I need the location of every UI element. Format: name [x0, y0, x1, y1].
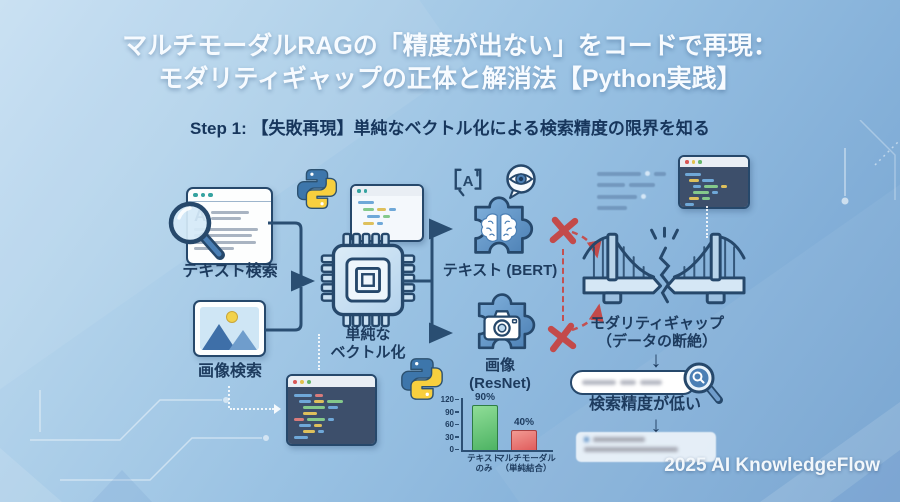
python-logo-icon: [401, 358, 443, 400]
chart-y-tick-mark: [455, 423, 459, 425]
window-dot-icon: [293, 379, 297, 384]
window-dot-icon: [685, 160, 689, 164]
low-accuracy-label: 検索精度が低い: [588, 396, 701, 413]
red-cross-icon: [547, 322, 577, 353]
window-dot-icon: [200, 192, 205, 198]
text-encoder-label: テキスト (BERT): [442, 262, 558, 279]
faded-code-lines: [597, 171, 666, 217]
search-input[interactable]: [570, 370, 696, 395]
credit-watermark: 2025 AI KnowledgeFlow: [664, 455, 880, 476]
chart-y-tick-mark: [455, 436, 459, 438]
chart-y-tick-label: 90: [445, 407, 454, 417]
down-arrow-icon: ↓: [650, 412, 662, 437]
code-editor-window: [286, 374, 377, 446]
bg-corner-triangle-2: [830, 450, 900, 502]
svg-text:A: A: [463, 173, 474, 190]
eye-icon: [506, 164, 536, 199]
accuracy-chart: 90% 40%: [461, 392, 553, 452]
bg-corner-triangle: [760, 402, 900, 502]
chart-y-tick-mark: [455, 411, 459, 413]
chart-category-label: マルチモーダル （単純結合）: [496, 453, 556, 474]
window-dot-icon: [691, 160, 695, 164]
chart-category-label: テキスト のみ: [467, 453, 501, 474]
chart-y-tick-mark: [455, 398, 459, 400]
modality-gap-label: モダリティギャップ （データの断絶）: [589, 315, 725, 350]
sun-icon: [226, 311, 238, 323]
code-snippet-bubble: [350, 184, 424, 242]
text-search-label: テキスト検索: [182, 263, 278, 280]
chart-y-tick-label: 60: [445, 420, 454, 429]
search-magnifier-icon: [683, 362, 723, 404]
window-dot-icon: [307, 379, 311, 384]
chart-value-label: 40%: [513, 417, 534, 428]
dotted-connector: [318, 334, 320, 370]
chart-value-label: 90%: [474, 392, 495, 403]
chart-y-tick-label: 0: [449, 445, 454, 454]
circuit-decor-top-right: [841, 120, 899, 205]
window-dot-icon: [208, 192, 213, 198]
dotted-connector: [230, 408, 274, 410]
mountain-icon: [229, 330, 257, 350]
title-line-2: モダリティギャップの正体と解消法【Python実践】: [158, 65, 742, 93]
circuit-decor-bottom-left: [0, 390, 269, 502]
chart-bar-multimodal: [511, 430, 537, 450]
title-line-1: マルチモーダルRAGの「精度が出ない」をコードで再現：: [122, 32, 778, 60]
code-editor-window: [678, 155, 750, 209]
window-titlebar: [188, 189, 271, 202]
image-encoder-label: 画像 (ResNet): [469, 357, 531, 392]
image-encoder-puzzle-icon: [477, 293, 536, 350]
chart-y-tick-mark: [455, 448, 459, 450]
brain-icon: [480, 213, 518, 242]
image-search-label: 画像検索: [197, 363, 262, 380]
window-dot-icon: [363, 189, 367, 193]
red-dashed-arrows: [571, 230, 604, 332]
page-title: マルチモーダルRAGの「精度が出ない」をコードで再現： モダリティギャップの正体…: [0, 30, 900, 96]
connector-chip-to-encoders: [402, 218, 453, 344]
text-encoder-puzzle-icon: [474, 196, 534, 254]
step-subtitle: Step 1: 【失敗再現】単純なベクトル化による検索精度の限界を知る: [190, 119, 710, 138]
down-arrow-icon: ↓: [650, 347, 662, 372]
vectorize-label: 単純な ベクトル化: [330, 326, 406, 361]
red-dashed-link: [562, 249, 564, 321]
window-dot-icon: [357, 189, 361, 193]
chart-y-tick-label: 120: [440, 395, 454, 404]
blurred-result-box: [576, 432, 716, 462]
camera-icon: [483, 310, 521, 341]
magnifier-icon: [168, 201, 225, 260]
broken-bridge-icon: [582, 226, 746, 305]
image-thumbnail-icon: [193, 300, 266, 357]
chart-bar-text-only: [472, 405, 498, 450]
text-a-icon: A: [454, 168, 482, 197]
chart-y-ticks: 0 30 60 90 120: [430, 395, 459, 454]
dotted-arrowhead: [274, 404, 281, 414]
window-dot-icon: [193, 192, 198, 198]
dotted-connector: [228, 386, 230, 408]
connector-inputs-to-chip: [265, 221, 315, 332]
python-logo-icon: [296, 168, 338, 210]
chart-y-tick-label: 30: [445, 432, 454, 442]
window-dot-icon: [698, 160, 702, 164]
dotted-connector: [706, 206, 708, 238]
chip-icon: [320, 232, 416, 328]
red-cross-icon: [549, 216, 579, 245]
window-dot-icon: [300, 379, 304, 384]
